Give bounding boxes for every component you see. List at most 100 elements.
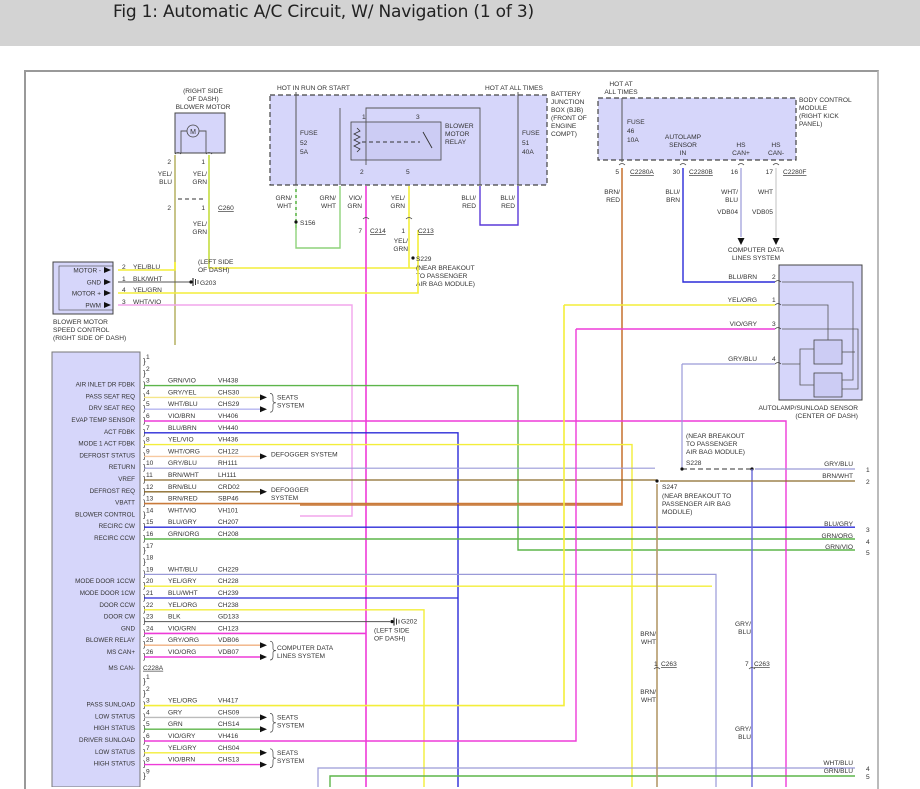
arrow-right-icon — [260, 761, 267, 768]
sensor-lead — [799, 348, 814, 364]
wire-label: GRN — [393, 246, 408, 253]
right-exit-wire-label: BRN/WHT — [822, 473, 853, 480]
autolamp-sensor-label: (CENTER OF DASH) — [795, 413, 858, 420]
sensor-lead — [782, 281, 854, 381]
wire-label: YEL/GRY — [168, 578, 197, 585]
wire-wht-blu — [317, 767, 855, 787]
bcm-pin — [737, 163, 745, 166]
wire-label: RED — [606, 197, 620, 204]
wire-label: BRN/ — [640, 631, 656, 638]
wire-label: WHT/BLU — [168, 401, 198, 408]
wire-label: WHT — [277, 203, 292, 210]
hvac-pin-name: ACT FDBK — [104, 429, 136, 436]
pin-number: 3 — [122, 299, 126, 306]
hvac-pin-name: LOW STATUS — [95, 749, 135, 756]
circuit-label: CHS30 — [218, 389, 240, 396]
bcm-box — [597, 97, 797, 161]
speed-control-box — [52, 261, 114, 315]
pin-number: 4 — [146, 389, 150, 396]
hvac-pin-name: BLOWER RELAY — [86, 637, 136, 644]
hvac-pin-name: HIGH STATUS — [94, 761, 135, 768]
arrow-right-icon — [260, 749, 267, 756]
pin-number: 1 — [772, 297, 776, 304]
wire-label: RED — [462, 203, 476, 210]
figure-title: Fig 1: Automatic A/C Circuit, W/ Navigat… — [113, 2, 534, 22]
wire-label: WHT — [641, 697, 656, 704]
wire-wht-blu — [144, 573, 717, 787]
arrow-right-icon — [260, 714, 267, 721]
wire-label: WHT/BLU — [168, 566, 198, 573]
circuit-label: CHS09 — [218, 709, 240, 716]
circuit-label: VH417 — [218, 698, 238, 705]
defogger-label: SYSTEM — [271, 495, 298, 502]
wire-label: GRN/ORG — [168, 531, 200, 538]
bjb-label: BATTERY — [551, 91, 581, 98]
hvac-pin-name: DEFROST REQ — [90, 488, 135, 495]
speed-control-pin-name: PWM — [85, 303, 101, 310]
pin-number: 13 — [146, 496, 154, 503]
right-exit-wire-label: GRN/ORG — [821, 533, 853, 540]
hvac-pin-name: VREF — [118, 476, 135, 483]
wire-label: GRN — [168, 721, 183, 728]
hot-all-label: HOT AT ALL TIMES — [485, 85, 544, 92]
relay-coil-icon — [353, 127, 361, 153]
connector-c213: C213 — [418, 228, 434, 235]
circuit-label: CH122 — [218, 448, 239, 455]
wire-wht-vio — [118, 304, 353, 517]
speed-control-label: SPEED CONTROL — [53, 327, 110, 334]
splice-note: (NEAR BREAKOUT — [686, 433, 745, 440]
c263-pin — [748, 667, 756, 670]
connector-c2280a: C2280A — [630, 169, 654, 176]
splice-note: MODULE) — [662, 509, 692, 516]
pin-number: 4 — [122, 287, 126, 294]
connector-c214: C214 — [370, 228, 386, 235]
right-exit-number: 3 — [866, 527, 870, 534]
speed-control-label: (RIGHT SIDE OF DASH) — [53, 335, 126, 342]
bcm-pin — [772, 163, 780, 166]
pin-number: 16 — [731, 169, 739, 176]
pin-arrow-icon — [104, 290, 111, 296]
wire-label: BLU/BRN — [728, 274, 757, 281]
circuit-label: CH238 — [218, 602, 239, 609]
wire-label: GRN — [390, 203, 405, 210]
blower-motor-relay — [350, 121, 442, 161]
circuit-label: VH416 — [218, 733, 238, 740]
blower-motor-label: (RIGHT SIDE — [183, 88, 223, 95]
connector-c213-pin — [405, 217, 413, 220]
wire-blu-red — [479, 186, 519, 226]
pin-number: 25 — [146, 637, 154, 644]
wire-yel-blu — [118, 262, 176, 271]
hvac-pin-name: PASS SUNLOAD — [86, 702, 135, 709]
arrow-right-icon — [260, 488, 267, 495]
wire-label: GRN/ — [320, 195, 337, 202]
pin-number: 2 — [146, 366, 150, 373]
pin-number: 6 — [146, 733, 150, 740]
hvac-pin-name: MS CAN- — [108, 665, 135, 672]
pin-number: 23 — [146, 614, 154, 621]
wire-yel-org — [144, 609, 425, 787]
hvac-pin-name: PASS SEAT REQ — [86, 393, 135, 400]
circuit-label: CH123 — [218, 625, 239, 632]
bcm-pin — [679, 163, 687, 166]
data-lines-arrow-icon — [737, 238, 745, 245]
fuse-label: FUSE — [522, 130, 540, 137]
pin-brace: } — [143, 510, 146, 519]
pin-number: 7 — [146, 745, 150, 752]
pin-number: 9 — [146, 448, 150, 455]
seats-system-label: SYSTEM — [277, 758, 304, 765]
pin-number: 5 — [615, 169, 619, 176]
pin-number: 21 — [146, 590, 154, 597]
circuit-label: VDB07 — [218, 649, 239, 656]
wire-label: WHT/VIO — [168, 507, 196, 514]
pin-number: 4 — [146, 709, 150, 716]
pin-number: 1 — [146, 354, 150, 361]
hvac-pin-name: MS CAN+ — [107, 649, 135, 656]
data-lines-label: LINES SYSTEM — [732, 255, 780, 262]
defogger-label: DEFOGGER SYSTEM — [271, 451, 338, 458]
circuit-label: VDB06 — [218, 637, 239, 644]
wire-yel-org — [144, 305, 565, 707]
pin-number: 7 — [358, 228, 362, 235]
wire-label: YEL/ORG — [168, 698, 197, 705]
wire-label: BLU/ — [500, 195, 515, 202]
